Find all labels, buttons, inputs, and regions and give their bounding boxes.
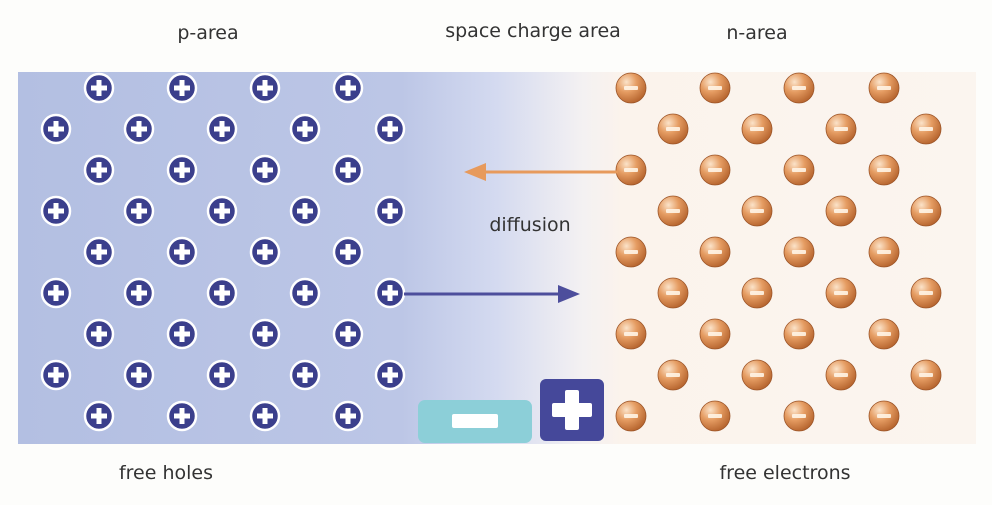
hole-particle bbox=[289, 277, 321, 309]
hole-particle bbox=[83, 236, 115, 268]
negative-charge-badge bbox=[418, 400, 532, 443]
hole-particle bbox=[249, 400, 281, 432]
hole-particle bbox=[166, 236, 198, 268]
positive-charge-badge bbox=[540, 379, 604, 441]
hole-particle bbox=[40, 277, 72, 309]
electron-particle bbox=[868, 318, 900, 350]
electron-particle bbox=[699, 154, 731, 186]
hole-particle bbox=[374, 277, 406, 309]
hole-particle bbox=[289, 359, 321, 391]
electron-particle bbox=[741, 277, 773, 309]
hole-particle bbox=[374, 113, 406, 145]
electron-particle bbox=[615, 236, 647, 268]
electron-particle bbox=[868, 72, 900, 104]
electron-particle bbox=[910, 113, 942, 145]
hole-particle bbox=[332, 72, 364, 104]
hole-particle bbox=[83, 318, 115, 350]
hole-particle bbox=[83, 154, 115, 186]
electron-particle bbox=[783, 72, 815, 104]
free-electrons-group bbox=[615, 72, 942, 432]
free-holes-label: free holes bbox=[118, 462, 214, 484]
diffusion-label: diffusion bbox=[489, 214, 571, 236]
hole-particle bbox=[374, 195, 406, 227]
free-holes-group bbox=[40, 72, 406, 432]
hole-particle bbox=[83, 72, 115, 104]
hole-particle bbox=[123, 113, 155, 145]
electron-particle bbox=[657, 113, 689, 145]
hole-particle bbox=[249, 318, 281, 350]
electron-particle bbox=[783, 318, 815, 350]
hole-particle bbox=[40, 359, 72, 391]
electron-particle bbox=[783, 400, 815, 432]
electron-particle bbox=[825, 359, 857, 391]
electron-particle bbox=[910, 277, 942, 309]
electron-particle bbox=[615, 154, 647, 186]
hole-particle bbox=[166, 72, 198, 104]
electron-particle bbox=[657, 277, 689, 309]
hole-particle bbox=[332, 400, 364, 432]
hole-diffusion-arrow bbox=[404, 285, 580, 303]
hole-particle bbox=[332, 318, 364, 350]
electron-particle bbox=[657, 195, 689, 227]
hole-particle bbox=[83, 400, 115, 432]
electron-particle bbox=[825, 113, 857, 145]
electron-particle bbox=[741, 113, 773, 145]
hole-particle bbox=[166, 400, 198, 432]
hole-particle bbox=[166, 154, 198, 186]
hole-particle bbox=[40, 195, 72, 227]
hole-particle bbox=[249, 154, 281, 186]
space-charge-area-label: space charge area bbox=[445, 20, 621, 42]
hole-particle bbox=[289, 195, 321, 227]
hole-particle bbox=[289, 113, 321, 145]
hole-particle bbox=[374, 359, 406, 391]
hole-particle bbox=[249, 236, 281, 268]
electron-particle bbox=[699, 318, 731, 350]
hole-particle bbox=[123, 359, 155, 391]
hole-particle bbox=[206, 277, 238, 309]
electron-particle bbox=[825, 277, 857, 309]
free-electrons-label: free electrons bbox=[719, 462, 851, 484]
hole-particle bbox=[123, 195, 155, 227]
electron-particle bbox=[699, 400, 731, 432]
electron-particle bbox=[868, 236, 900, 268]
electron-particle bbox=[699, 72, 731, 104]
hole-particle bbox=[332, 154, 364, 186]
hole-particle bbox=[40, 113, 72, 145]
electron-particle bbox=[615, 72, 647, 104]
electron-particle bbox=[825, 195, 857, 227]
electron-particle bbox=[699, 236, 731, 268]
hole-particle bbox=[206, 195, 238, 227]
hole-particle bbox=[123, 277, 155, 309]
hole-particle bbox=[166, 318, 198, 350]
electron-diffusion-arrow bbox=[464, 163, 618, 181]
hole-particle bbox=[249, 72, 281, 104]
electron-particle bbox=[615, 400, 647, 432]
hole-particle bbox=[206, 359, 238, 391]
electron-particle bbox=[910, 359, 942, 391]
electron-particle bbox=[783, 236, 815, 268]
p-area-label: p-area bbox=[177, 22, 239, 44]
hole-particle bbox=[206, 113, 238, 145]
electron-particle bbox=[910, 195, 942, 227]
electron-particle bbox=[657, 359, 689, 391]
electron-particle bbox=[868, 400, 900, 432]
electron-particle bbox=[615, 318, 647, 350]
electron-particle bbox=[741, 359, 773, 391]
hole-particle bbox=[332, 236, 364, 268]
electron-particle bbox=[783, 154, 815, 186]
n-area-label: n-area bbox=[726, 22, 788, 44]
electron-particle bbox=[868, 154, 900, 186]
electron-particle bbox=[741, 195, 773, 227]
